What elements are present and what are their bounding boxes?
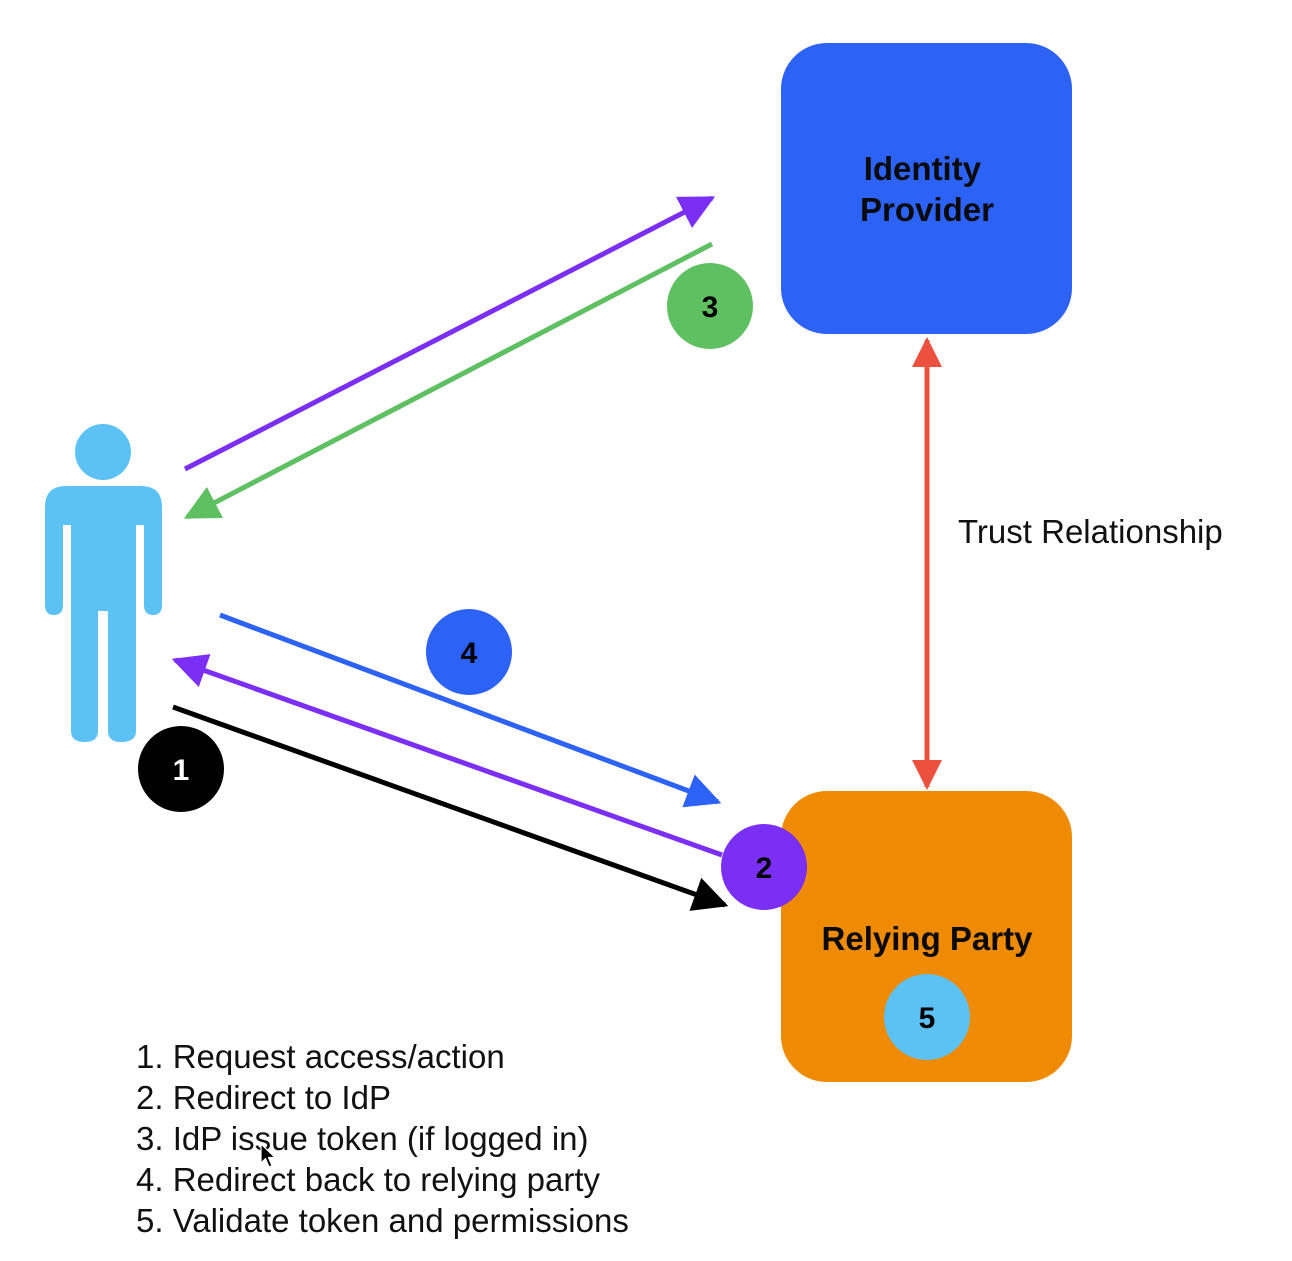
relying-party-box (781, 791, 1072, 1082)
badge-step-4-label: 4 (461, 637, 478, 670)
badge-step-5-label: 5 (919, 1002, 936, 1035)
legend-step-3: 3. IdP issue token (if logged in) (136, 1120, 589, 1157)
legend-step-2: 2. Redirect to IdP (136, 1079, 391, 1116)
step2-redirect-to-idp-arrow (183, 195, 716, 472)
badge-step-4: 4 (426, 609, 512, 695)
step2-redirect-to-user-arrow (171, 654, 723, 858)
person-icon (45, 424, 162, 742)
badge-step-5: 5 (884, 974, 970, 1060)
badge-step-3-label: 3 (702, 291, 719, 324)
badge-step-1-label: 1 (173, 754, 190, 787)
identity-provider-label: Identity Provider (860, 150, 994, 228)
relying-party-label: Relying Party (822, 920, 1034, 957)
trust-relationship-label: Trust Relationship (958, 513, 1223, 550)
badge-step-2: 2 (721, 824, 807, 910)
identity-provider-label-line-2: Provider (860, 191, 994, 228)
legend-step-4: 4. Redirect back to relying party (136, 1161, 601, 1198)
legend-steps-list: 1. Request access/action 2. Redirect to … (136, 1036, 629, 1241)
identity-provider-box (781, 43, 1072, 334)
badge-step-1: 1 (138, 726, 224, 812)
mouse-pointer-icon (260, 1143, 276, 1168)
step3-issue-token-arrow (183, 241, 714, 520)
legend-step-5: 5. Validate token and permissions (136, 1202, 629, 1239)
identity-provider-label-line-1: Identity (864, 150, 982, 187)
badge-step-2-label: 2 (756, 852, 773, 885)
legend-step-1: 1. Request access/action (136, 1038, 505, 1075)
step1-request-access-arrow (172, 704, 729, 911)
step4-redirect-back-arrow (219, 612, 722, 808)
badge-step-3: 3 (667, 263, 753, 349)
